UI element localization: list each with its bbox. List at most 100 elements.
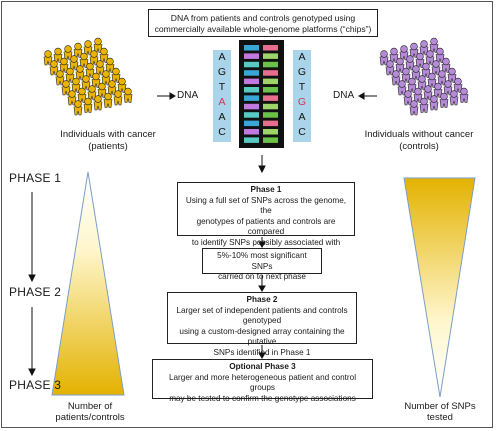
person-icon: [63, 45, 73, 61]
person-icon: [435, 47, 445, 63]
filter-line2: carried on to next phase: [218, 272, 306, 281]
person-icon: [443, 80, 453, 96]
person-icon: [421, 62, 431, 78]
phase2-title: Phase 2: [246, 295, 278, 304]
person-icon: [93, 95, 103, 111]
person-icon: [103, 92, 113, 108]
person-icon: [79, 52, 89, 68]
phase2-line1: Larger set of independent patients and c…: [176, 305, 348, 326]
chip-cell: [263, 61, 278, 68]
patients-count-line1: Number of: [67, 401, 113, 412]
seq-right-base: G: [297, 66, 307, 78]
person-icon: [433, 82, 443, 98]
snp-count-line1: Number of SNPs: [404, 401, 476, 412]
patients-count-line2: patients/controls: [55, 412, 125, 423]
person-icon: [379, 50, 389, 66]
chip-cell: [244, 137, 259, 143]
dna-label-left: DNA: [177, 90, 199, 101]
phase3-title: Optional Phase 3: [229, 362, 296, 371]
phase-2-label: PHASE 2: [9, 285, 62, 299]
chip-cell: [263, 78, 278, 85]
person-icon: [101, 70, 111, 86]
phase3-line1: Larger and more heterogeneous patient an…: [168, 372, 357, 393]
chip-cell: [263, 103, 278, 110]
seq-right-base: T: [298, 81, 306, 93]
sequence-controls: A G T G A C: [293, 50, 311, 142]
person-icon: [59, 57, 69, 73]
person-icon: [399, 45, 409, 61]
chip-cell: [244, 53, 259, 59]
patients-count-triangle: [51, 171, 125, 396]
arrow-filter-to-phase2: [258, 275, 266, 292]
seq-right-base: A: [298, 111, 306, 123]
person-icon: [429, 95, 439, 111]
phase-3-label: PHASE 3: [9, 378, 62, 392]
genotyping-chip: [239, 40, 284, 148]
phase1-line1: Using a full set of SNPs across the geno…: [185, 195, 347, 216]
person-icon: [65, 67, 75, 83]
person-icon: [439, 92, 449, 108]
person-icon: [437, 70, 447, 86]
person-icon: [413, 87, 423, 103]
arrow-phase1-to-filter: [258, 237, 266, 248]
chip-cell: [244, 78, 259, 85]
person-icon: [117, 77, 127, 93]
person-icon: [107, 80, 117, 96]
person-icon: [449, 90, 459, 106]
arrow-chip-to-phase1: [258, 155, 266, 174]
arrow-phase2-to-phase3-box: [258, 345, 266, 359]
seq-left-base: G: [217, 66, 227, 78]
person-icon: [91, 72, 101, 88]
top-box-line2: commercially available whole-genome plat…: [154, 24, 372, 34]
chip-cell: [244, 95, 259, 101]
person-icon: [401, 67, 411, 83]
seq-left-base: C: [218, 126, 226, 138]
chip-cell: [244, 87, 259, 93]
patients-count-caption: Number of patients/controls: [40, 401, 140, 423]
person-icon: [407, 77, 417, 93]
phase2-box: Phase 2 Larger set of independent patien…: [167, 292, 357, 357]
person-icon: [391, 70, 401, 86]
chip-cell: [263, 95, 278, 101]
chip-cell: [244, 70, 259, 76]
person-icon: [419, 97, 429, 113]
seq-left-base-variant: A: [218, 96, 226, 108]
phase3-line2: may be tested to confirm the genotype as…: [169, 393, 356, 403]
person-icon: [427, 72, 437, 88]
snp-count-caption: Number of SNPs tested: [390, 401, 490, 423]
controls-caption-line2: (controls): [399, 140, 439, 152]
seq-left-base: A: [218, 111, 226, 123]
person-icon: [411, 65, 421, 81]
person-icon: [85, 62, 95, 78]
person-icon: [55, 70, 65, 86]
arrow-patients-to-dna: [157, 92, 176, 100]
chip-cell: [244, 61, 259, 68]
phase1-title: Phase 1: [250, 185, 282, 194]
person-icon: [419, 40, 429, 56]
person-icon: [453, 77, 463, 93]
person-icon: [111, 67, 121, 83]
person-icon: [397, 80, 407, 96]
person-icon: [87, 85, 97, 101]
person-icon: [67, 90, 77, 106]
chip-cell: [263, 45, 278, 51]
person-icon: [43, 50, 53, 66]
person-icon: [71, 77, 81, 93]
chip-cell: [263, 70, 278, 76]
person-icon: [105, 57, 115, 73]
genotyping-platform-box: DNA from patients and controls genotyped…: [148, 9, 378, 37]
person-icon: [77, 87, 87, 103]
person-icon: [93, 37, 103, 53]
person-icon: [429, 37, 439, 53]
person-icon: [423, 85, 433, 101]
snp-count-line2: tested: [427, 412, 453, 423]
person-icon: [409, 42, 419, 58]
controls-caption-line1: Individuals without cancer: [364, 129, 474, 140]
person-icon: [97, 82, 107, 98]
patients-caption: Individuals with cancer (patients): [38, 129, 178, 152]
phase3-box: Optional Phase 3 Larger and more heterog…: [152, 359, 373, 403]
dna-label-right: DNA: [333, 90, 355, 101]
person-icon: [441, 57, 451, 73]
person-icon: [83, 40, 93, 56]
